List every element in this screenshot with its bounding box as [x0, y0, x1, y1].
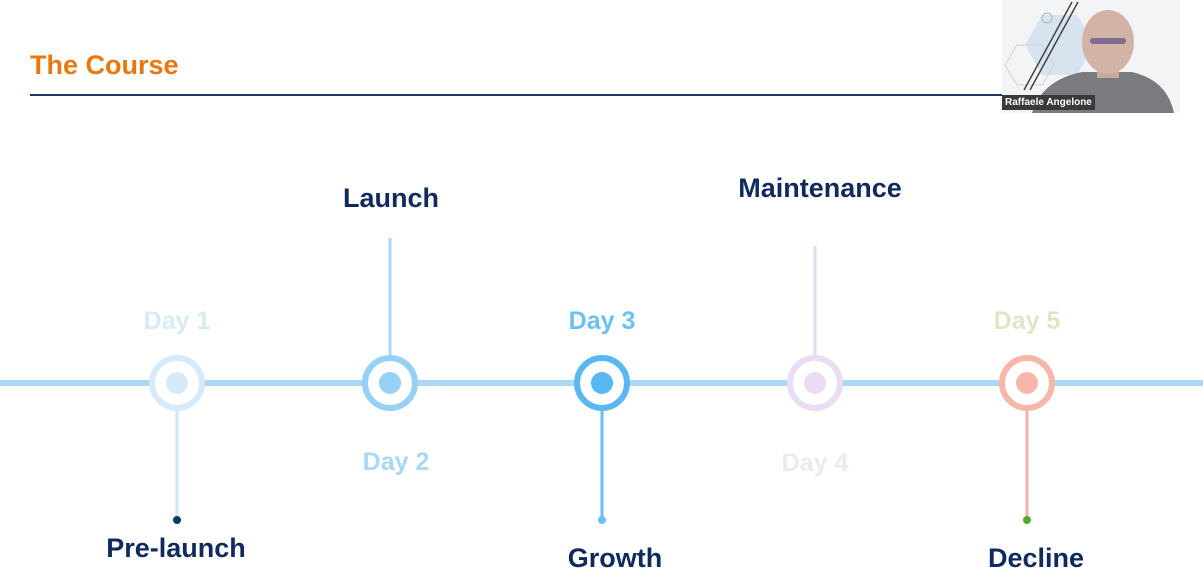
- stage-maintenance: Maintenance: [738, 173, 902, 203]
- stage-growth: Growth: [567, 543, 663, 573]
- day-label-3: Day 3: [568, 307, 636, 335]
- webcam-video: [1004, 1, 1174, 113]
- slide-title: The Course: [30, 50, 179, 80]
- title-divider: [30, 94, 1005, 96]
- day-label-2: Day 2: [362, 448, 430, 476]
- stem-dot-day5: [1023, 516, 1031, 524]
- day-label-1: Day 1: [143, 307, 211, 335]
- day-label-5: Day 5: [993, 307, 1061, 335]
- participant-name: Raffaele Angelone: [1002, 95, 1095, 110]
- stage-decline: Decline: [987, 543, 1085, 573]
- stage-pre-launch: Pre-launch: [106, 533, 246, 563]
- stem-dot-day3: [598, 516, 606, 524]
- stage-launch: Launch: [342, 183, 440, 213]
- day-label-4: Day 4: [781, 449, 849, 477]
- stem-dot-day1: [173, 516, 181, 524]
- webcam-tile: Raffaele Angelone: [1002, 0, 1180, 113]
